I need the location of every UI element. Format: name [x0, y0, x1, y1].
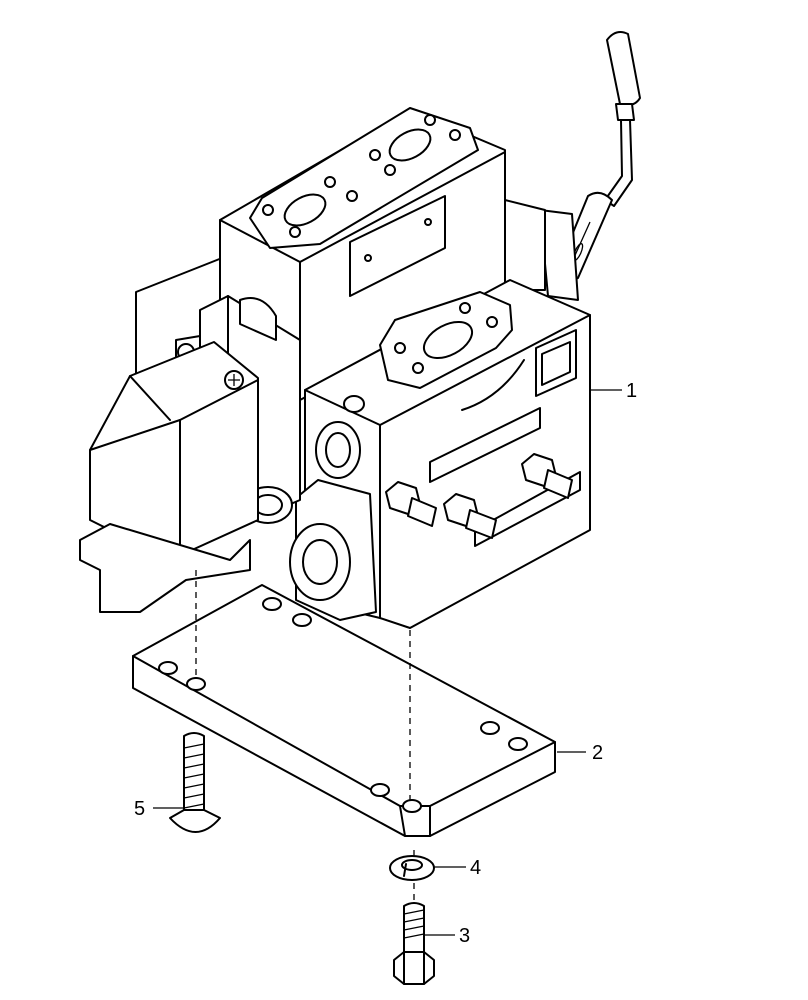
callout-5: 5: [134, 798, 145, 820]
control-lever: [539, 31, 641, 301]
lever-shaft: [604, 119, 633, 207]
nameplate: [349, 195, 446, 297]
lever-collar: [615, 103, 635, 121]
callout-4: 4: [470, 857, 481, 879]
side-bolt-c: [521, 453, 573, 499]
lock-washer: [389, 855, 435, 881]
side-bolt-a: [385, 481, 437, 527]
hex-bolt: [393, 902, 435, 985]
plate-top: [132, 584, 556, 837]
countersunk-screw: [169, 732, 221, 833]
side-bolt-b: [443, 493, 497, 539]
valve-body: [135, 107, 591, 629]
control-box: [79, 295, 301, 613]
lever-knob: [606, 31, 641, 107]
callout-1: 1: [626, 380, 637, 402]
base-rail: [79, 523, 251, 613]
callout-2: 2: [592, 742, 603, 764]
callout-3: 3: [459, 925, 470, 947]
mounting-plate: [132, 584, 556, 837]
